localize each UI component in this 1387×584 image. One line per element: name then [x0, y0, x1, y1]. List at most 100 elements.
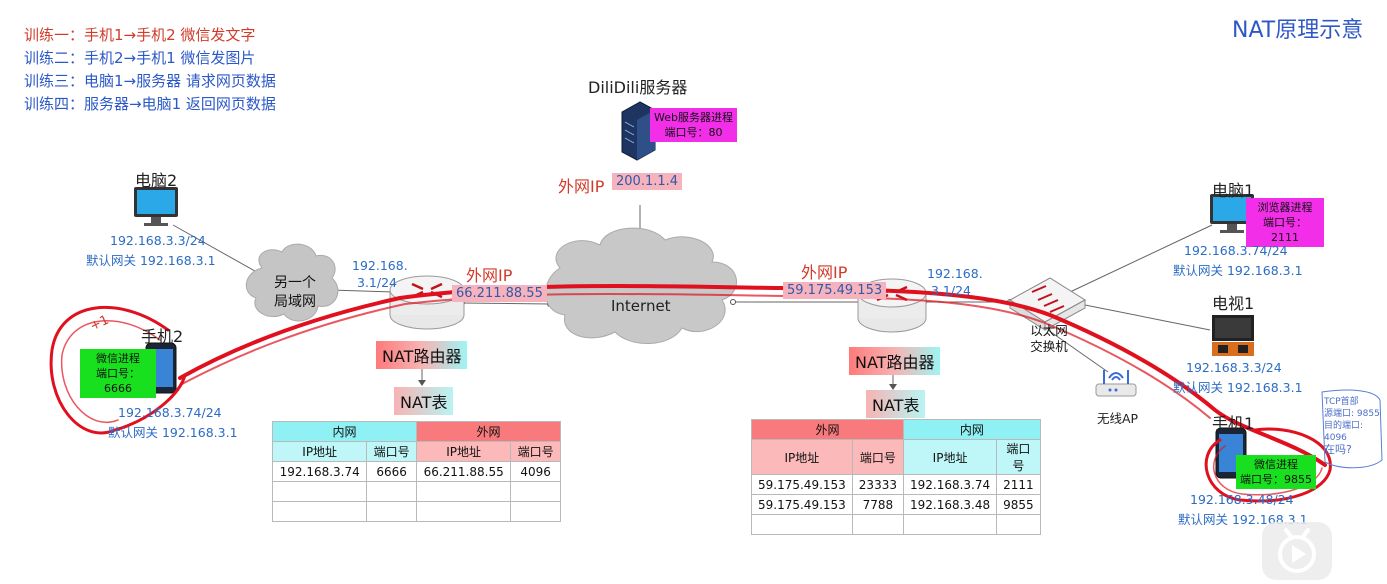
right-nat-header: 端口号 — [851, 439, 904, 475]
phone2-gateway: 默认网关 192.168.3.1 — [108, 425, 238, 440]
router-left-wan-label: 外网IP — [466, 266, 513, 285]
lan-cloud-line2: 局域网 — [274, 294, 316, 310]
pc1-ip: 192.168.3.74/24 — [1184, 243, 1288, 258]
table-cell: 2111 — [996, 474, 1041, 495]
router-left-lan-ip-line1: 192.168. — [352, 258, 408, 273]
drill-item: 训练一：手机1→手机2 微信发文字 — [24, 26, 256, 44]
router-right-lan-ip-line1: 192.168. — [927, 266, 983, 281]
router-left-label: NAT路由器 — [376, 341, 468, 369]
server-name: DiliDili服务器 — [588, 78, 688, 97]
pc1-process-name: 浏览器进程 — [1257, 201, 1313, 214]
phone2-process-name: 微信进程 — [96, 352, 140, 365]
router-right-wan-label: 外网IP — [801, 263, 848, 282]
phone2-process-badge: 微信进程 端口号：6666 — [80, 349, 156, 398]
server-wan-ip: 200.1.1.4 — [612, 173, 683, 190]
tv-icon — [1212, 315, 1254, 356]
pc2-monitor-icon — [134, 187, 178, 226]
router-left-table-label: NAT表 — [394, 387, 454, 415]
tcp-note-line1: TCP首部 — [1324, 397, 1359, 407]
tv1-gateway: 默认网关 192.168.3.1 — [1173, 380, 1303, 395]
drill-item: 训练二：手机2→手机1 微信发图片 — [24, 49, 256, 67]
tcp-note-line2: 源端口: 9855 — [1324, 409, 1380, 419]
left-nat-header: IP地址 — [271, 441, 368, 462]
table-cell: 9855 — [996, 494, 1041, 515]
table-cell — [751, 514, 853, 535]
table-row — [271, 481, 561, 502]
table-cell — [366, 501, 417, 522]
phone1-ip: 192.168.3.48/24 — [1190, 492, 1294, 507]
drill-item: 训练四：服务器→电脑1 返回网页数据 — [24, 95, 276, 113]
pc2-name: 电脑2 — [135, 171, 178, 190]
table-cell — [510, 501, 561, 522]
phone2-name: 手机2 — [141, 327, 184, 346]
phone1-name: 手机1 — [1212, 414, 1255, 433]
left-nat-group-in: 内网 — [272, 421, 417, 442]
pc1-monitor-icon — [1210, 194, 1254, 233]
table-cell: 6666 — [366, 461, 417, 482]
table-cell: 192.168.3.48 — [902, 494, 998, 515]
right-nat-group-in: 内网 — [902, 419, 1041, 440]
switch-label-line1: 以太网 — [1030, 323, 1068, 338]
lan-cloud-label: 另一个 局域网 — [265, 274, 325, 312]
page-title: NAT原理示意 — [1232, 18, 1364, 43]
pc1-process-port: 端口号：2111 — [1263, 216, 1307, 244]
ap-label: 无线AP — [1097, 411, 1139, 426]
server-wan-label: 外网IP — [558, 177, 605, 196]
table-cell: 7788 — [851, 494, 904, 515]
table-cell — [271, 501, 368, 522]
pc2-ip: 192.168.3.3/24 — [110, 233, 206, 248]
right-nat-header: IP地址 — [751, 439, 853, 475]
lan-cloud-line1: 另一个 — [274, 275, 316, 291]
table-cell: 192.168.3.74 — [271, 461, 368, 482]
phone1-process-badge: 微信进程 端口号：9855 — [1236, 455, 1316, 489]
pc1-name: 电脑1 — [1212, 181, 1255, 200]
table-cell: 4096 — [510, 461, 561, 482]
router-right-lan-ip-line2: 3.1/24 — [931, 283, 971, 298]
table-cell — [366, 481, 417, 502]
server-process-name: Web服务器进程 — [654, 111, 733, 124]
router-right-table-label: NAT表 — [866, 390, 926, 418]
switch-label-line2: 交换机 — [1030, 339, 1068, 354]
phone2-process-port: 端口号：6666 — [96, 367, 140, 395]
table-cell — [271, 481, 368, 502]
table-cell: 59.175.49.153 — [751, 474, 853, 495]
right-nat-header: IP地址 — [902, 439, 998, 475]
video-play-button[interactable] — [1262, 522, 1332, 580]
router-left-lan-ip-line2: 3.1/24 — [357, 275, 397, 290]
left-nat-header: IP地址 — [415, 441, 512, 462]
table-cell — [902, 514, 998, 535]
phone2-ip: 192.168.3.74/24 — [118, 405, 222, 420]
pc1-process-badge: 浏览器进程 端口号：2111 — [1246, 198, 1324, 247]
pc2-gateway: 默认网关 192.168.3.1 — [86, 253, 216, 268]
left-nat-header: 端口号 — [510, 441, 561, 462]
server-process-port: 端口号：80 — [664, 126, 723, 139]
table-cell: 192.168.3.74 — [902, 474, 998, 495]
tcp-note-line4: 在吗? — [1324, 443, 1352, 456]
switch-label: 以太网 交换机 — [1024, 323, 1074, 355]
table-cell — [510, 481, 561, 502]
table-cell: 66.211.88.55 — [415, 461, 512, 482]
left-nat-header: 端口号 — [366, 441, 417, 462]
tcp-note: TCP首部 源端口: 9855 目的端口: 4096 在吗? — [1324, 396, 1382, 456]
drill-item: 训练三：电脑1→服务器 请求网页数据 — [24, 72, 276, 90]
drill-list: 训练一：手机1→手机2 微信发文字训练二：手机2→手机1 微信发图片训练三：电脑… — [24, 24, 276, 116]
tv1-name: 电视1 — [1212, 294, 1255, 313]
table-cell — [996, 514, 1041, 535]
table-cell: 59.175.49.153 — [751, 494, 853, 515]
play-icon — [1278, 528, 1316, 573]
lan-cloud — [245, 243, 339, 322]
phone1-process-port: 端口号：9855 — [1240, 473, 1312, 486]
pc1-gateway: 默认网关 192.168.3.1 — [1173, 263, 1303, 278]
internet-label: Internet — [611, 297, 671, 315]
router-right-label: NAT路由器 — [849, 347, 941, 375]
table-row — [751, 514, 1041, 535]
table-row — [271, 501, 561, 522]
router-left-wan-ip: 66.211.88.55 — [452, 285, 547, 302]
server-process-badge: Web服务器进程 端口号：80 — [650, 108, 737, 142]
table-cell — [415, 501, 512, 522]
